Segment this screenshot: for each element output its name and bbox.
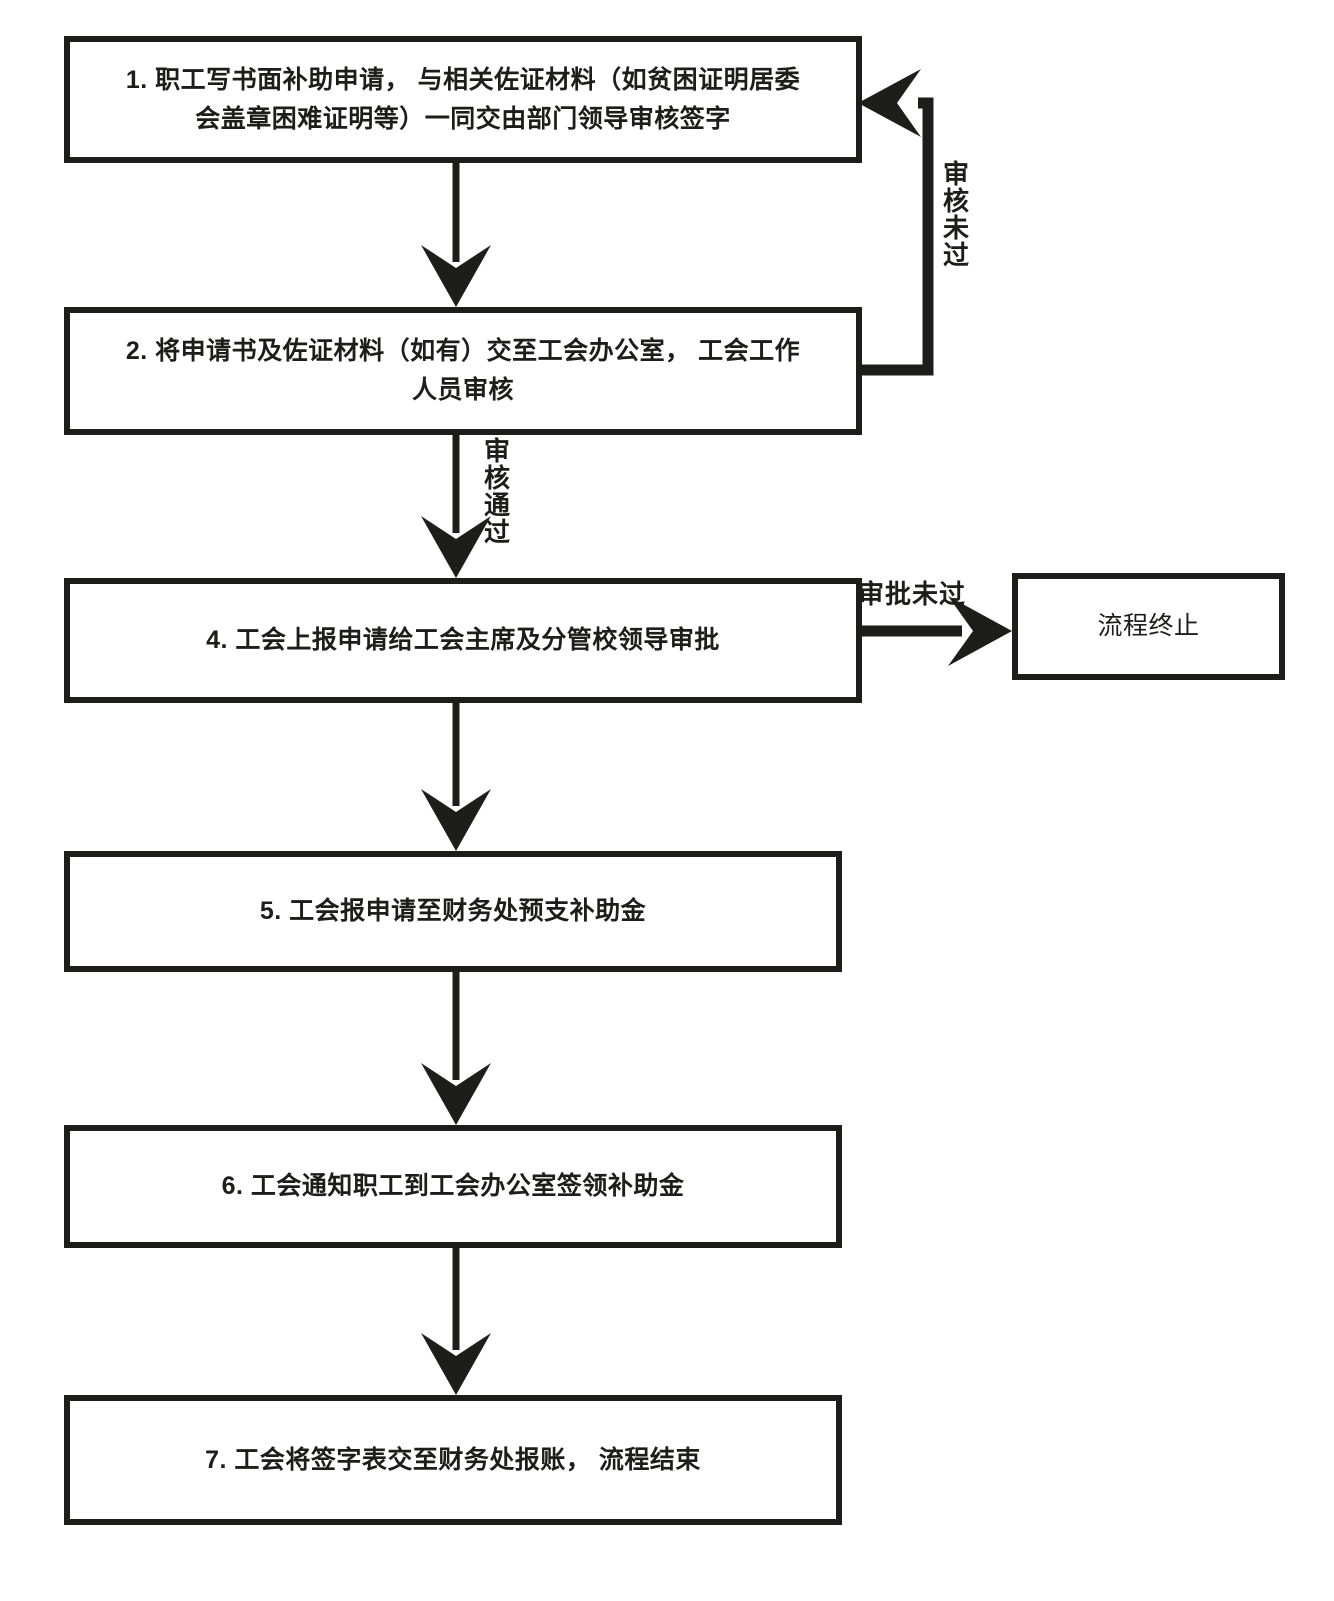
arrowhead-step1-step2 xyxy=(421,245,491,307)
connector-review-failed-loop xyxy=(862,97,934,376)
node-step2[interactable]: 2. 将申请书及佐证材料（如有）交至工会办公室， 工会工作 人员审核 xyxy=(64,307,862,435)
node-step7-label: 7. 工会将签字表交至财务处报账， 流程结束 xyxy=(205,1445,701,1474)
edge-label-review-failed: 审核未过 xyxy=(939,160,970,268)
node-step1-label: 1. 职工写书面补助申请， 与相关佐证材料（如贫困证明居委 会盖章困难证明等）一… xyxy=(125,65,801,133)
node-step4[interactable]: 4. 工会上报申请给工会主席及分管校领导审批 xyxy=(64,578,862,703)
arrowhead-review-failed xyxy=(858,69,921,137)
edge-label-approval-failed: 审批未过 xyxy=(858,579,967,609)
arrowhead-step4-step5 xyxy=(421,789,491,851)
arrowhead-step6-step7 xyxy=(421,1333,491,1395)
edge-label-review-passed: 审核通过 xyxy=(480,437,511,545)
node-terminate-label: 流程终止 xyxy=(1097,612,1200,641)
node-step1[interactable]: 1. 职工写书面补助申请， 与相关佐证材料（如贫困证明居委 会盖章困难证明等）一… xyxy=(64,36,862,163)
node-step6[interactable]: 6. 工会通知职工到工会办公室签领补助金 xyxy=(64,1125,842,1248)
node-step7[interactable]: 7. 工会将签字表交至财务处报账， 流程结束 xyxy=(64,1395,842,1525)
node-step5-label: 5. 工会报申请至财务处预支补助金 xyxy=(259,897,647,926)
node-step4-label: 4. 工会上报申请给工会主席及分管校领导审批 xyxy=(206,626,720,655)
arrowhead-step5-step6 xyxy=(421,1063,491,1125)
node-step5[interactable]: 5. 工会报申请至财务处预支补助金 xyxy=(64,851,842,972)
node-step2-label: 2. 将申请书及佐证材料（如有）交至工会办公室， 工会工作 人员审核 xyxy=(125,337,801,404)
node-step6-label: 6. 工会通知职工到工会办公室签领补助金 xyxy=(221,1172,685,1201)
node-terminate[interactable]: 流程终止 xyxy=(1012,573,1285,680)
